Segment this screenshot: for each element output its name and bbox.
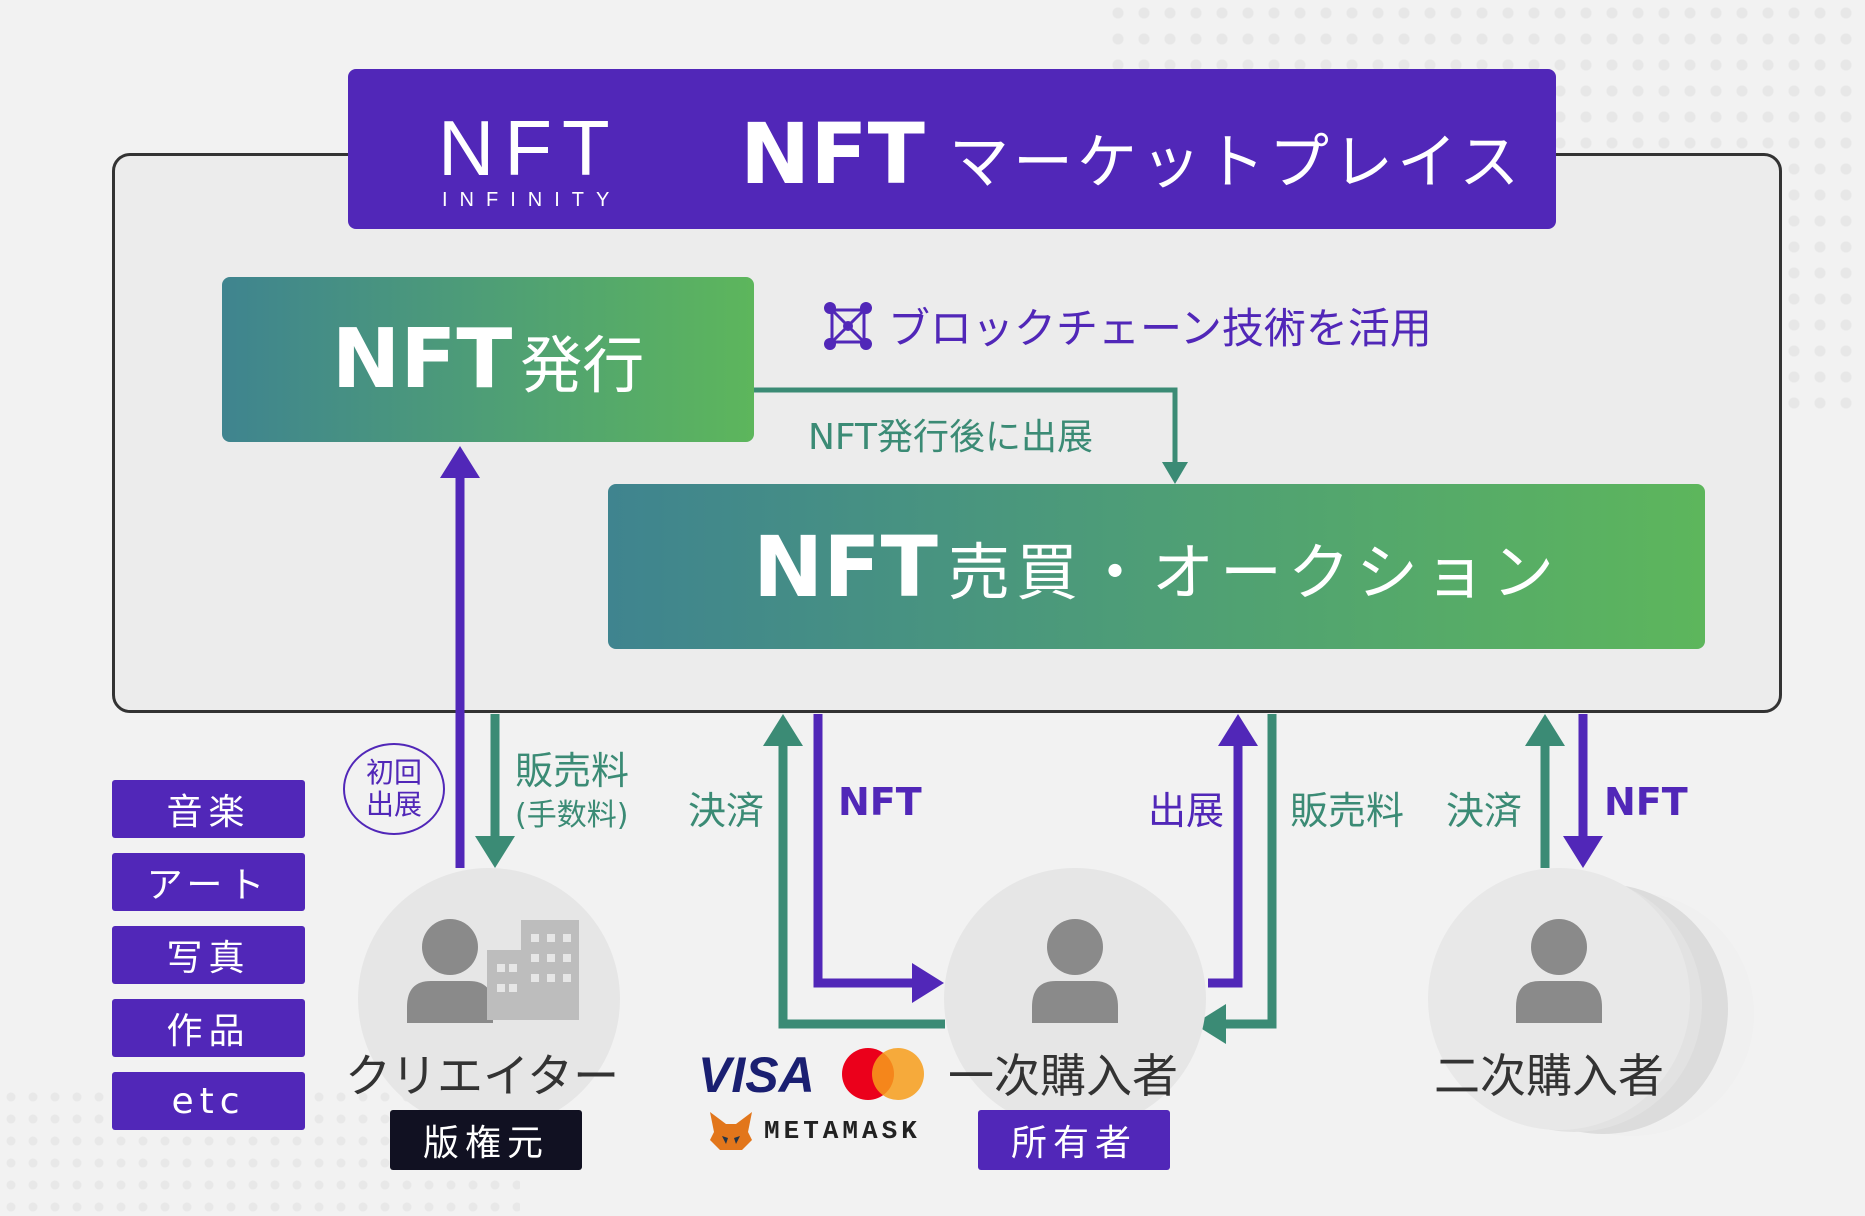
- payment-label-2: 決済: [1446, 789, 1523, 833]
- category-work: 作品: [112, 999, 305, 1057]
- nft-transfer-label-2: NFT: [1604, 780, 1688, 824]
- mastercard-logo: [842, 1048, 924, 1100]
- exhibit-label-2: 出展: [1148, 789, 1225, 833]
- nft-issue-box: NFT 発行: [222, 277, 754, 442]
- building-icon: [487, 920, 579, 1020]
- creator-label: クリエイター: [345, 1049, 620, 1103]
- first-exhibit-badge: 初回 出展: [343, 743, 445, 835]
- visa-logo: VISA: [698, 1047, 815, 1103]
- blockchain-note: ブロックチェーン技術を活用: [822, 295, 1432, 356]
- category-photo: 写真: [112, 926, 305, 984]
- sales-fee-label-2: 販売料: [1290, 789, 1405, 833]
- marketplace-header: NFT INFINITY NFT マーケットプレイス: [348, 69, 1556, 229]
- after-issue-note: NFT発行後に出展: [808, 417, 1093, 458]
- category-music: 音楽: [112, 780, 305, 838]
- metamask-label: METAMASK: [764, 1116, 921, 1146]
- nft-transfer-label-1: NFT: [838, 780, 922, 824]
- primary-buyer-tag: 所有者: [978, 1110, 1170, 1170]
- secondary-buyer-label: 二次購入者: [1434, 1049, 1664, 1103]
- category-art: アート: [112, 853, 305, 911]
- nft-infinity-logo: NFT INFINITY: [438, 104, 622, 211]
- nft-trade-box: NFT 売買・オークション: [608, 484, 1705, 649]
- creator-tag: 版権元: [390, 1110, 582, 1170]
- blockchain-icon: [824, 301, 872, 350]
- page-title: NFT マーケットプレイス: [740, 105, 1524, 203]
- payment-label-1: 決済: [688, 789, 765, 833]
- primary-buyer-label: 一次購入者: [948, 1049, 1178, 1103]
- person-icon: [1516, 919, 1602, 1023]
- person-icon: [407, 919, 493, 1023]
- person-icon: [1032, 919, 1118, 1023]
- category-etc: etc: [112, 1072, 305, 1130]
- metamask-fox-icon: [710, 1112, 752, 1150]
- sales-fee-sub-label: (手数料): [515, 798, 629, 833]
- sales-fee-label: 販売料: [515, 749, 630, 793]
